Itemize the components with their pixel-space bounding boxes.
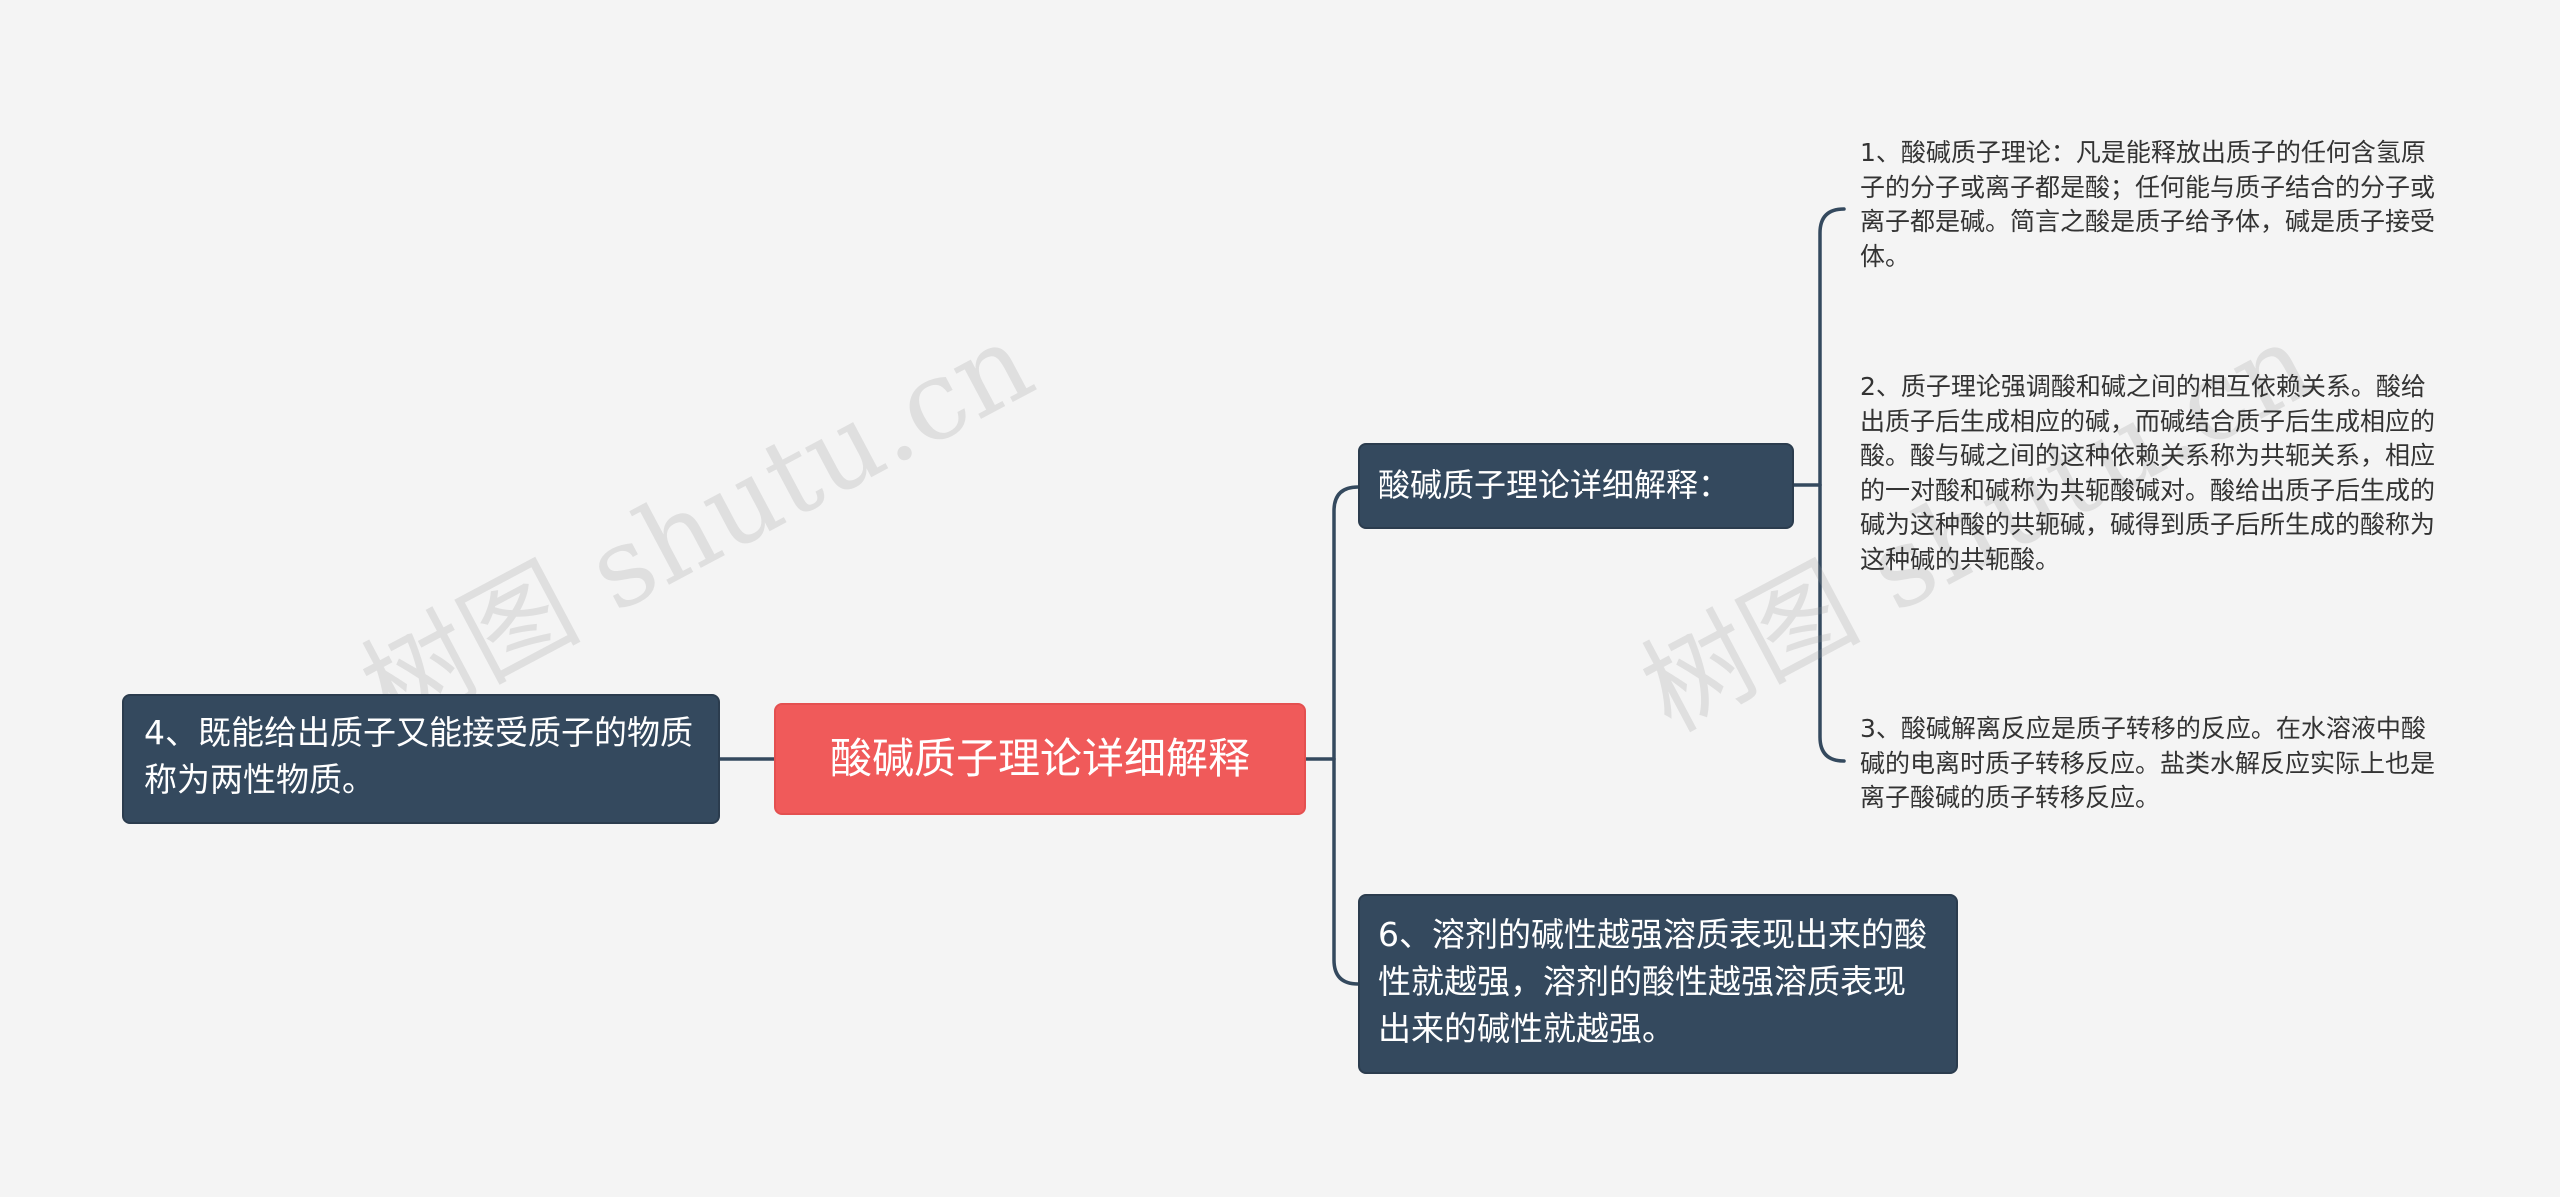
- node-detailed-explanation[interactable]: 酸碱质子理论详细解释：: [1358, 443, 1794, 529]
- root-node[interactable]: 酸碱质子理论详细解释: [774, 703, 1306, 815]
- leaf-theory-definition: 1、酸碱质子理论：凡是能释放出质子的任何含氢原子的分子或离子都是酸；任何能与质子…: [1860, 138, 2436, 271]
- leaf-conjugate-relation: 2、质子理论强调酸和碱之间的相互依赖关系。酸给出质子后生成相应的碱，而碱结合质子…: [1860, 372, 2436, 574]
- node-solvent-effect-label: 6、溶剂的碱性越强溶质表现出来的酸性就越强，溶剂的酸性越强溶质表现出来的碱性就越…: [1378, 915, 1927, 1048]
- node-detailed-explanation-label: 酸碱质子理论详细解释：: [1378, 466, 1731, 505]
- link-leaf-trunk: [1818, 207, 1846, 763]
- root-node-label: 酸碱质子理论详细解释: [829, 733, 1250, 783]
- node-amphoteric-label: 4、既能给出质子又能接受质子的物质称为两性物质。: [144, 713, 693, 799]
- leaf-dissociation-reaction: 3、酸碱解离反应是质子转移的反应。在水溶液中酸碱的电离时质子转移反应。盐类水解反…: [1860, 714, 2436, 812]
- node-amphoteric[interactable]: 4、既能给出质子又能接受质子的物质称为两性物质。: [122, 694, 720, 824]
- link-trunk-right: [1332, 485, 1360, 986]
- node-solvent-effect[interactable]: 6、溶剂的碱性越强溶质表现出来的酸性就越强，溶剂的酸性越强溶质表现出来的碱性就越…: [1358, 894, 1958, 1074]
